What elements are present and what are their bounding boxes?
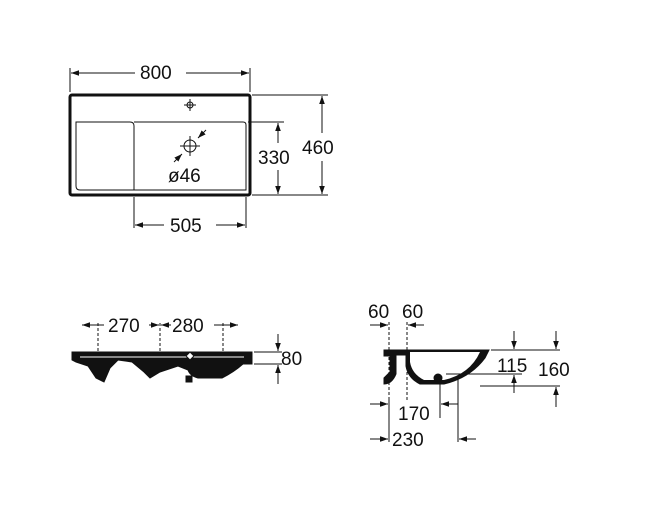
hole-diameter-label: ø46 xyxy=(168,166,201,187)
offset-right-label: 60 xyxy=(402,302,423,323)
total-height-label: 160 xyxy=(538,360,570,381)
dim-width: 800 xyxy=(69,63,251,92)
top-view: ø46 800 460 330 xyxy=(68,63,334,237)
depth-230-label: 230 xyxy=(392,430,424,451)
dim-inner-width: 505 xyxy=(133,197,247,237)
dim-side-heights: 115 160 xyxy=(446,331,570,407)
dim-inner-depth: 330 xyxy=(248,121,290,194)
dim-depth: 460 xyxy=(252,94,334,196)
dim-front-spacing: 270 280 xyxy=(82,316,238,337)
depth-170-label: 170 xyxy=(398,404,430,425)
front-hole-marks xyxy=(97,323,224,383)
side-drain xyxy=(433,373,443,383)
dim-front-height: 80 xyxy=(254,334,302,384)
drain-height-label: 115 xyxy=(497,356,527,377)
width-label: 800 xyxy=(140,63,172,84)
offset-left-label: 60 xyxy=(368,302,389,323)
basin-outline xyxy=(68,93,252,197)
front-height-label: 80 xyxy=(281,349,302,370)
side-view: 60 60 115 160 170 230 xyxy=(368,302,570,451)
front-view: 270 280 80 xyxy=(71,316,302,384)
front-right-label: 280 xyxy=(172,316,204,337)
depth-label: 460 xyxy=(302,138,334,159)
front-profile xyxy=(71,351,253,383)
dim-side-offsets: 60 60 xyxy=(368,302,424,400)
overflow-hole xyxy=(184,99,196,111)
dim-side-depths: 170 230 xyxy=(370,376,476,451)
front-left-label: 270 xyxy=(108,316,140,337)
left-shelf xyxy=(75,121,135,191)
inner-width-label: 505 xyxy=(170,216,202,237)
bowl-outline xyxy=(134,121,247,191)
side-bowl-inner xyxy=(410,352,480,380)
tap-hole xyxy=(173,129,207,163)
inner-depth-label: 330 xyxy=(258,148,290,169)
